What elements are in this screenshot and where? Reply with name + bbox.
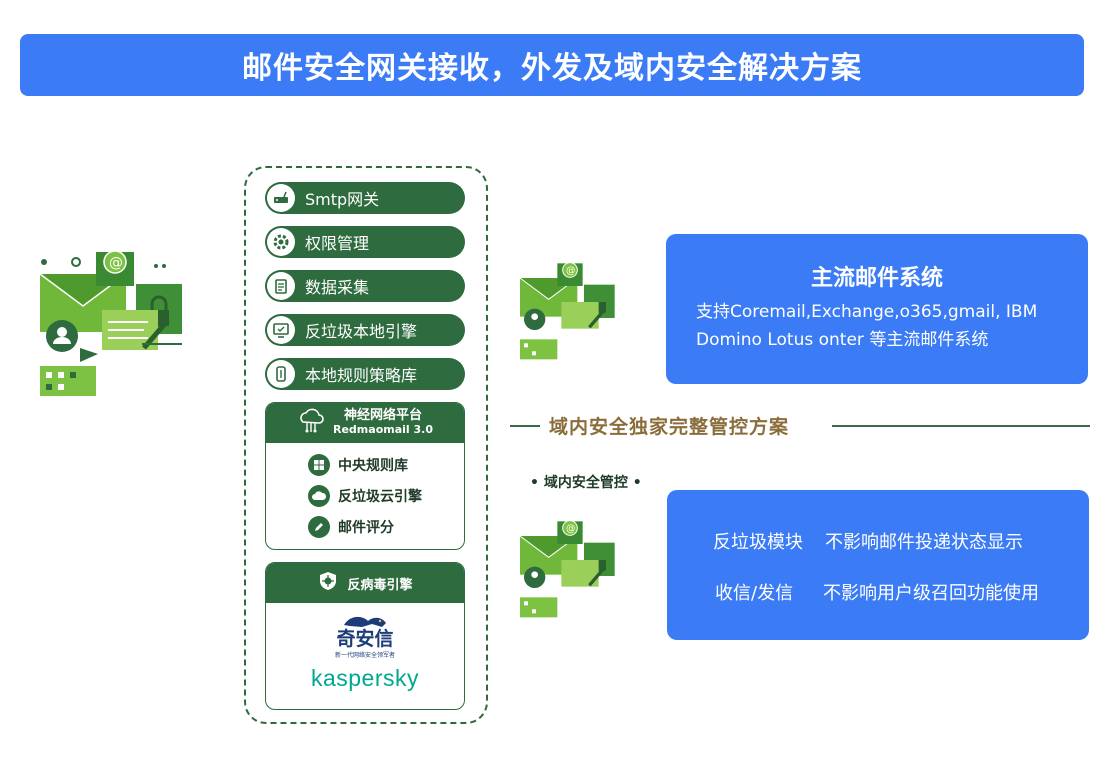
cloud-network-icon <box>297 408 325 438</box>
virus-shield-icon <box>317 570 339 596</box>
kaspersky-logo: kaspersky <box>310 664 420 691</box>
pill-data-collection: 数据采集 <box>265 270 465 302</box>
clipboard-icon <box>267 272 295 300</box>
cloud-icon <box>308 484 330 507</box>
mainstream-mail-card: 主流邮件系统 支持Coremail,Exchange,o365,gmail, I… <box>666 234 1088 384</box>
control-row2-value: 不影响用户级召回功能使用 <box>823 583 1039 604</box>
pill-local-antispam-engine: 反垃圾本地引擎 <box>265 314 465 346</box>
tiger-logo-icon <box>343 616 386 627</box>
pill-smtp-gateway: Smtp网关 <box>265 182 465 214</box>
antivirus-panel: 反病毒引擎 奇安信 新一代网络安全领军者 kaspersky <box>265 562 465 710</box>
gear-icon <box>267 228 295 256</box>
pill-label: 反垃圾本地引擎 <box>305 322 418 341</box>
control-row1-value: 不影响邮件投递状态显示 <box>825 532 1023 553</box>
panel-item-label: 邮件评分 <box>338 519 394 536</box>
neural-panel-header: 神经网络平台 Redmaomail 3.0 <box>266 403 464 443</box>
pill-local-rule-library: 本地规则策略库 <box>265 358 465 390</box>
panel-item-mail-scoring: 邮件评分 <box>308 511 464 542</box>
panel-item-cloud-antispam: 反垃圾云引擎 <box>308 480 464 511</box>
control-row1-label: 反垃圾模块 <box>713 532 803 553</box>
control-row2-label: 收信/发信 <box>715 583 794 604</box>
mail-system-illustration: @ <box>516 258 620 362</box>
neural-panel-subtitle: Redmaomail 3.0 <box>333 423 433 437</box>
neural-panel-title: 神经网络平台 <box>343 408 422 424</box>
neural-network-panel: 神经网络平台 Redmaomail 3.0 中央规则库 反垃圾云引擎 邮件评分 <box>265 402 465 550</box>
qianxin-name: 奇安信 <box>336 628 394 650</box>
svg-text:@: @ <box>566 523 575 534</box>
domain-control-illustration: @ <box>516 516 620 620</box>
mainstream-card-body: 支持Coremail,Exchange,o365,gmail, IBM Domi… <box>696 302 1038 351</box>
components-frame <box>244 166 488 724</box>
page-title: 邮件安全网关接收，外发及域内安全解决方案 <box>242 51 862 86</box>
divider-line-left <box>510 425 540 427</box>
database-icon <box>267 360 295 388</box>
router-icon <box>267 184 295 212</box>
panel-item-central-rules: 中央规则库 <box>308 449 464 480</box>
divider-line-right <box>832 425 1090 427</box>
pill-label: 数据采集 <box>305 278 370 297</box>
qianxin-tagline: 新一代网络安全领军者 <box>334 651 395 659</box>
panel-item-label: 中央规则库 <box>338 457 408 474</box>
pencil-icon <box>308 515 330 538</box>
svg-text:@: @ <box>566 265 575 276</box>
pill-permission-management: 权限管理 <box>265 226 465 258</box>
page-title-bar: 邮件安全网关接收，外发及域内安全解决方案 <box>20 34 1084 96</box>
antivirus-panel-header: 反病毒引擎 <box>266 563 464 603</box>
pill-label: 权限管理 <box>305 234 370 253</box>
antivirus-panel-title: 反病毒引擎 <box>347 577 413 593</box>
mainstream-card-title: 主流邮件系统 <box>810 266 943 291</box>
panel-item-label: 反垃圾云引擎 <box>338 488 422 505</box>
divider-heading: 域内安全独家完整管控方案 <box>549 416 790 438</box>
pill-label: Smtp网关 <box>305 190 380 209</box>
qianxin-logo: 奇安信 新一代网络安全领军者 <box>335 613 395 659</box>
pill-label: 本地规则策略库 <box>305 366 418 385</box>
windows-icon <box>308 453 330 476</box>
email-security-illustration: @ <box>36 244 188 400</box>
monitor-icon <box>267 316 295 344</box>
svg-text:@: @ <box>109 255 123 271</box>
domain-control-label: • 域内安全管控 • <box>530 475 642 491</box>
domain-control-card: 反垃圾模块 不影响邮件投递状态显示 收信/发信 不影响用户级召回功能使用 <box>667 490 1089 640</box>
